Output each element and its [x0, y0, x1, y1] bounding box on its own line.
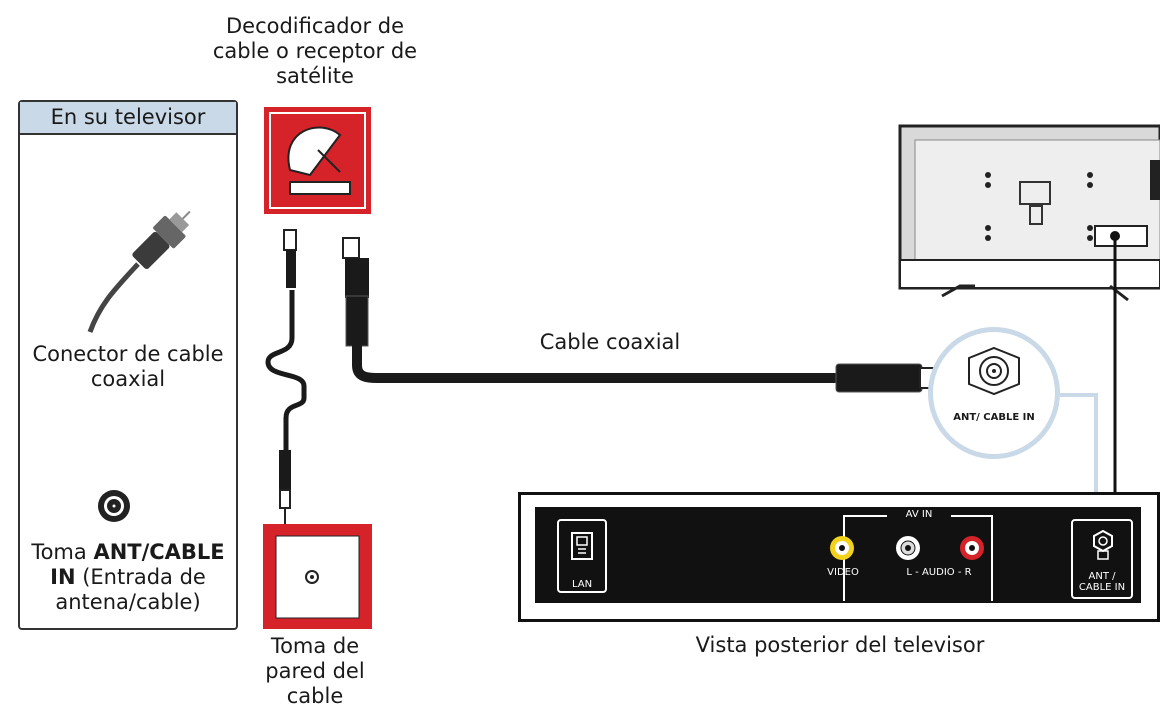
- coax-jack-icon: [98, 490, 130, 522]
- lan-port: LAN: [557, 519, 607, 593]
- wall-jack-icon: [263, 524, 372, 629]
- video-jack-icon: [830, 536, 854, 560]
- coax-jack-icon: [1093, 529, 1113, 560]
- lan-label: LAN: [571, 579, 593, 590]
- ant-cable-in-jack-label: Toma ANT/CABLE IN (Entrada de antena/cab…: [31, 540, 225, 614]
- ant-cable-in-label: ANT / CABLE IN: [1078, 571, 1126, 593]
- tv-rear-panel: LAN AV IN VIDEO L - AUDIO - R ANT / CABL…: [518, 492, 1160, 622]
- audio-right-jack-icon: [960, 536, 984, 560]
- video-label: VIDEO: [827, 567, 859, 578]
- av-in-label: AV IN: [887, 509, 951, 520]
- ant-cable-in-port: ANT / CABLE IN: [1071, 519, 1133, 599]
- coaxial-cable: [342, 237, 953, 393]
- ant-cable-in-callout: ANT/ CABLE IN: [928, 327, 1060, 459]
- wall-jack-label: Toma de pared del cable: [265, 634, 365, 708]
- audio-label: L - AUDIO - R: [906, 567, 972, 578]
- audio-left-jack-icon: [896, 536, 920, 560]
- set-top-box-label: Decodificador de cable o receptor de sat…: [212, 14, 418, 88]
- ethernet-port-icon: [571, 532, 593, 560]
- callout-port-label: ANT/ CABLE IN: [953, 412, 1035, 423]
- coax-connector-label: Conector de cable coaxial: [32, 342, 224, 391]
- coax-cable-label: Cable coaxial: [539, 330, 681, 354]
- coax-jack-icon: [968, 346, 1020, 396]
- wall-cable: [265, 229, 307, 524]
- satellite-dish-icon: [264, 107, 371, 214]
- legend-header: En su televisor: [20, 102, 236, 135]
- rear-view-label: Vista posterior del televisor: [695, 633, 985, 657]
- legend-panel: En su televisor Conector de cable coaxia…: [18, 100, 238, 630]
- tv-rear-icon: [898, 124, 1160, 302]
- tv-rear-panel-inner: LAN AV IN VIDEO L - AUDIO - R ANT / CABL…: [535, 507, 1141, 603]
- coax-connector-icon: [87, 210, 191, 333]
